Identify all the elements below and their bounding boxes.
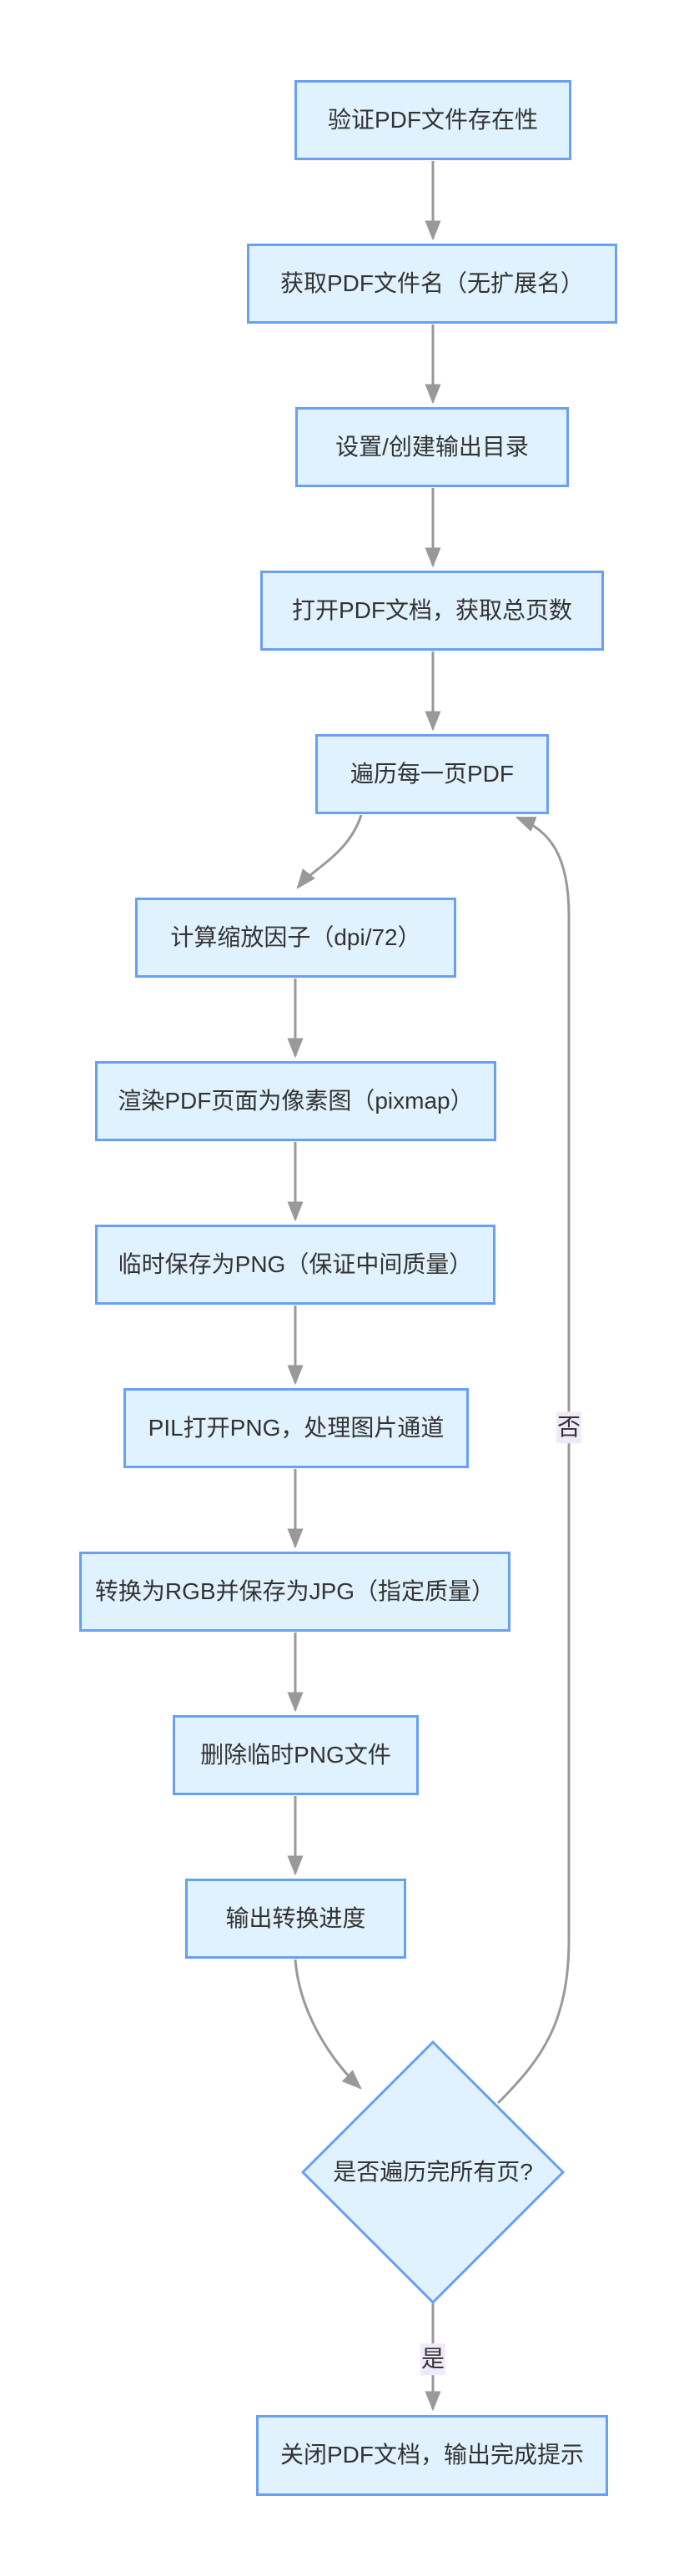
node-label: 删除临时PNG文件 <box>200 1741 391 1768</box>
node-render-pixmap: 渲染PDF页面为像素图（pixmap） <box>95 1061 496 1141</box>
node-setup-output-dir: 设置/创建输出目录 <box>295 407 569 487</box>
node-verify-pdf-exists: 验证PDF文件存在性 <box>294 80 571 160</box>
node-label: 获取PDF文件名（无扩展名） <box>279 269 584 296</box>
edge-label-no: 否 <box>556 1411 582 1443</box>
node-label: 打开PDF文档，获取总页数 <box>291 596 572 623</box>
node-close-pdf-done-message: 关闭PDF文档，输出完成提示 <box>256 2415 608 2496</box>
node-delete-temp-png: 删除临时PNG文件 <box>173 1715 419 1795</box>
node-label: PIL打开PNG，处理图片通道 <box>148 1414 445 1441</box>
edge-m-e-no <box>496 816 571 2105</box>
node-open-pdf-get-pages: 打开PDF文档，获取总页数 <box>260 571 604 651</box>
node-label: 渲染PDF页面为像素图（pixmap） <box>118 1087 474 1114</box>
node-label: 转换为RGB并保存为JPG（指定质量） <box>94 1577 495 1604</box>
node-get-pdf-filename: 获取PDF文件名（无扩展名） <box>247 244 617 324</box>
node-label: 验证PDF文件存在性 <box>327 106 538 133</box>
node-label: 计算缩放因子（dpi/72） <box>170 923 421 950</box>
node-pil-open-png: PIL打开PNG，处理图片通道 <box>123 1388 469 1468</box>
node-iterate-pages: 遍历每一页PDF <box>315 734 549 814</box>
node-output-progress: 输出转换进度 <box>185 1879 406 1959</box>
node-save-temp-png: 临时保存为PNG（保证中间质量） <box>95 1225 495 1305</box>
node-compute-zoom-factor: 计算缩放因子（dpi/72） <box>135 898 456 978</box>
node-label: 设置/创建输出目录 <box>335 433 529 460</box>
node-convert-rgb-save-jpg: 转换为RGB并保存为JPG（指定质量） <box>79 1552 510 1632</box>
edge-e-f <box>296 814 363 889</box>
node-label: 是否遍历完所有页? <box>333 2158 533 2185</box>
node-label: 输出转换进度 <box>225 1904 366 1931</box>
decision-all-pages-done: 是否遍历完所有页? <box>303 2042 563 2302</box>
edge-label-yes: 是 <box>420 2343 446 2375</box>
node-label: 临时保存为PNG（保证中间质量） <box>118 1250 473 1277</box>
node-label: 遍历每一页PDF <box>350 760 514 787</box>
node-label: 关闭PDF文档，输出完成提示 <box>279 2442 584 2468</box>
